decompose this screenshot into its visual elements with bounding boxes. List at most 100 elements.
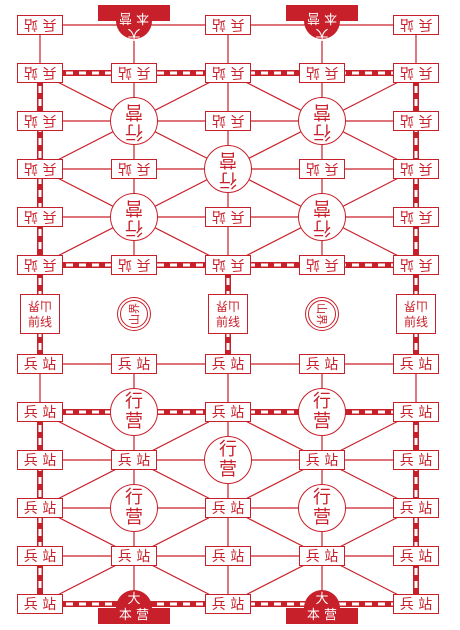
- headquarters-shape: [286, 5, 358, 39]
- post-cell[interactable]: 兵 站: [111, 159, 157, 179]
- cell-label: 兵 站: [399, 112, 433, 128]
- cell-label: 兵 站: [211, 549, 245, 565]
- camp-label: 行营: [125, 487, 143, 528]
- post-cell[interactable]: 兵 站: [393, 255, 439, 275]
- post-cell[interactable]: 兵 站: [393, 498, 439, 518]
- post-cell[interactable]: 兵 站: [205, 594, 251, 614]
- cell-label: 兵 站: [117, 357, 151, 373]
- headquarters-shape: [286, 590, 358, 624]
- cell-label: 兵 站: [117, 256, 151, 272]
- cell-label: 兵 站: [399, 16, 433, 32]
- post-cell[interactable]: 兵 站: [111, 63, 157, 83]
- camp-cell[interactable]: 行营: [298, 97, 346, 145]
- post-cell[interactable]: 兵 站: [205, 354, 251, 374]
- post-cell[interactable]: 兵 站: [205, 402, 251, 422]
- cell-label: 兵 站: [399, 501, 433, 517]
- post-cell[interactable]: 兵 站: [393, 450, 439, 470]
- camp-cell[interactable]: 行营: [110, 97, 158, 145]
- post-cell[interactable]: 兵 站: [205, 255, 251, 275]
- camp-label: 行营: [125, 197, 143, 238]
- post-cell[interactable]: 兵 站: [17, 207, 63, 227]
- mountain-label: 山界: [308, 300, 336, 328]
- post-cell[interactable]: 兵 站: [299, 546, 345, 566]
- cell-label: 兵 站: [211, 16, 245, 32]
- post-cell[interactable]: 兵 站: [393, 354, 439, 374]
- cell-label: 兵 站: [23, 357, 57, 373]
- headquarters-cell[interactable]: 大本 营: [286, 5, 358, 41]
- post-cell[interactable]: 兵 站: [393, 402, 439, 422]
- post-cell[interactable]: 兵 站: [393, 207, 439, 227]
- headquarters-cell[interactable]: 大本 营: [286, 588, 358, 624]
- mountain-marker: 山界: [117, 297, 151, 331]
- post-cell[interactable]: 兵 站: [17, 63, 63, 83]
- camp-cell[interactable]: 行营: [204, 145, 252, 193]
- camp-cell[interactable]: 行营: [298, 193, 346, 241]
- cell-label: 兵 站: [305, 256, 339, 272]
- camp-cell[interactable]: 行营: [110, 193, 158, 241]
- headquarters-shape: [98, 590, 170, 624]
- post-cell[interactable]: 兵 站: [17, 450, 63, 470]
- cell-label: 兵 站: [23, 256, 57, 272]
- post-cell[interactable]: 兵 站: [17, 546, 63, 566]
- frontline-cell[interactable]: 山界前线: [20, 294, 60, 334]
- post-cell[interactable]: 兵 站: [17, 159, 63, 179]
- post-cell[interactable]: 兵 站: [17, 402, 63, 422]
- cell-label: 兵 站: [211, 64, 245, 80]
- frontline-cell[interactable]: 山界前线: [396, 294, 436, 334]
- cell-label: 兵 站: [211, 112, 245, 128]
- post-cell[interactable]: 兵 站: [111, 255, 157, 275]
- post-cell[interactable]: 兵 站: [205, 207, 251, 227]
- post-cell[interactable]: 兵 站: [205, 498, 251, 518]
- camp-cell[interactable]: 行营: [110, 484, 158, 532]
- post-cell[interactable]: 兵 站: [17, 498, 63, 518]
- post-cell[interactable]: 兵 站: [393, 159, 439, 179]
- post-cell[interactable]: 兵 站: [111, 450, 157, 470]
- headquarters-cell[interactable]: 大本 营: [98, 588, 170, 624]
- camp-label: 行营: [313, 101, 331, 142]
- cell-label: 兵 站: [23, 597, 57, 613]
- post-cell[interactable]: 兵 站: [393, 15, 439, 35]
- cell-label: 兵 站: [23, 208, 57, 224]
- post-cell[interactable]: 兵 站: [17, 354, 63, 374]
- frontline-label-top: 山界: [27, 299, 52, 313]
- post-cell[interactable]: 兵 站: [393, 111, 439, 131]
- post-cell[interactable]: 兵 站: [393, 594, 439, 614]
- post-cell[interactable]: 兵 站: [299, 354, 345, 374]
- post-cell[interactable]: 兵 站: [393, 546, 439, 566]
- post-cell[interactable]: 兵 站: [205, 546, 251, 566]
- camp-label: 行营: [313, 391, 331, 432]
- cell-label: 兵 站: [399, 208, 433, 224]
- post-cell[interactable]: 兵 站: [111, 354, 157, 374]
- post-cell[interactable]: 兵 站: [111, 546, 157, 566]
- hq-label-line1: 大: [315, 592, 329, 607]
- cell-label: 兵 站: [211, 357, 245, 373]
- headquarters-cell[interactable]: 大本 营: [98, 5, 170, 41]
- post-cell[interactable]: 兵 站: [17, 111, 63, 131]
- post-cell[interactable]: 兵 站: [205, 15, 251, 35]
- cell-label: 兵 站: [399, 597, 433, 613]
- cell-label: 兵 站: [23, 112, 57, 128]
- post-cell[interactable]: 兵 站: [299, 450, 345, 470]
- cell-label: 兵 站: [399, 160, 433, 176]
- headquarters-label: 大本 营: [98, 592, 170, 624]
- cell-label: 兵 站: [117, 453, 151, 469]
- post-cell[interactable]: 兵 站: [393, 63, 439, 83]
- camp-cell[interactable]: 行营: [298, 484, 346, 532]
- cell-label: 兵 站: [305, 64, 339, 80]
- cell-label: 兵 站: [23, 16, 57, 32]
- post-cell[interactable]: 兵 站: [17, 255, 63, 275]
- post-cell[interactable]: 兵 站: [299, 159, 345, 179]
- post-cell[interactable]: 兵 站: [17, 15, 63, 35]
- frontline-cell[interactable]: 山界前线: [208, 294, 248, 334]
- frontline-label-top: 山界: [403, 299, 428, 313]
- hq-label-line1: 大: [127, 26, 141, 41]
- post-cell[interactable]: 兵 站: [299, 63, 345, 83]
- post-cell[interactable]: 兵 站: [299, 255, 345, 275]
- camp-cell[interactable]: 行营: [298, 388, 346, 436]
- post-cell[interactable]: 兵 站: [205, 111, 251, 131]
- post-cell[interactable]: 兵 站: [17, 594, 63, 614]
- camp-cell[interactable]: 行营: [110, 388, 158, 436]
- post-cell[interactable]: 兵 站: [205, 63, 251, 83]
- cell-label: 兵 站: [399, 256, 433, 272]
- camp-cell[interactable]: 行营: [204, 436, 252, 484]
